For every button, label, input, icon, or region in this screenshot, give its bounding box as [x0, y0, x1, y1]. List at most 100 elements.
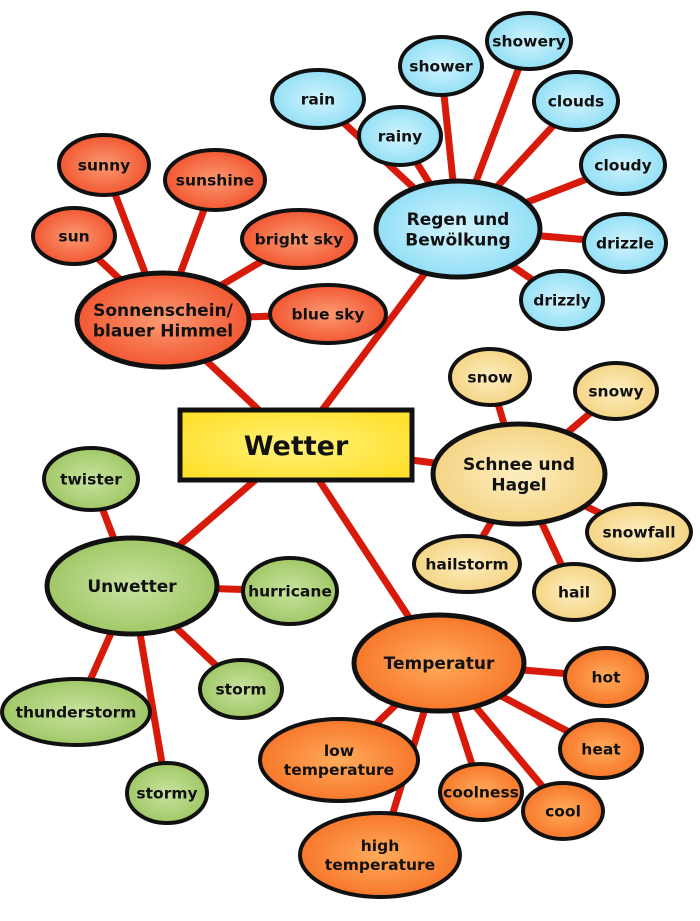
word-node-snowy[interactable]: snowy	[573, 361, 659, 421]
node-label: clouds	[548, 93, 605, 111]
word-ellipse	[558, 718, 644, 780]
node-label: showery	[492, 33, 566, 51]
word-node-cloudy[interactable]: cloudy	[579, 134, 667, 196]
word-node-snowfall[interactable]: snowfall	[585, 502, 693, 562]
word-ellipse	[573, 361, 659, 421]
word-ellipse	[298, 811, 462, 899]
center-label: Wetter	[244, 431, 349, 462]
word-ellipse	[582, 212, 668, 274]
center-node[interactable]: Wetter	[177, 407, 415, 483]
word-ellipse	[268, 283, 388, 345]
node-label: sunny	[78, 157, 130, 175]
node-label: blauer Himmel	[93, 321, 233, 341]
word-node-hail[interactable]: hail	[532, 562, 616, 622]
word-ellipse	[412, 534, 522, 594]
word-ellipse	[448, 347, 532, 407]
topic-node-temp[interactable]: Temperatur	[351, 612, 527, 714]
node-label: Hagel	[491, 475, 546, 495]
word-ellipse	[579, 134, 667, 196]
word-node-hurricane[interactable]: hurricane	[241, 556, 339, 626]
word-node-drizzly[interactable]: drizzly	[519, 269, 605, 331]
node-label: sunshine	[176, 172, 254, 190]
word-node-showery[interactable]: showery	[485, 11, 573, 71]
word-node-twister[interactable]: twister	[42, 446, 140, 512]
node-label: hurricane	[248, 583, 332, 601]
node-label: snowy	[588, 383, 643, 401]
word-node-sun[interactable]: sun	[31, 206, 117, 266]
node-label: snowfall	[602, 524, 675, 542]
word-ellipse	[563, 646, 649, 708]
word-ellipse	[258, 717, 420, 803]
word-ellipse	[57, 133, 151, 197]
word-node-snow[interactable]: snow	[448, 347, 532, 407]
node-label: snow	[467, 369, 512, 387]
node-label: blue sky	[292, 306, 365, 324]
word-ellipse	[125, 761, 209, 825]
word-ellipse	[42, 446, 140, 512]
node-label: hot	[591, 669, 621, 687]
word-ellipse	[532, 70, 620, 132]
topic-ellipse	[373, 178, 543, 280]
word-ellipse	[198, 658, 284, 720]
word-ellipse	[357, 105, 443, 167]
word-node-shower[interactable]: shower	[398, 35, 484, 97]
word-ellipse	[0, 677, 152, 747]
node-label: stormy	[136, 785, 197, 803]
word-node-heat[interactable]: heat	[558, 718, 644, 780]
node-label: cool	[545, 803, 581, 821]
word-node-stormy[interactable]: stormy	[125, 761, 209, 825]
node-label: Sonnenschein/	[93, 301, 234, 321]
word-ellipse	[270, 68, 366, 130]
word-node-hot[interactable]: hot	[563, 646, 649, 708]
word-node-coolness[interactable]: coolness	[438, 762, 524, 822]
topic-ellipse	[351, 612, 527, 714]
node-label: shower	[409, 58, 473, 76]
node-label: drizzle	[596, 235, 654, 253]
word-node-drizzle[interactable]: drizzle	[582, 212, 668, 274]
nodes: Wetter Sonnenschein/blauer Himmel sunny sun…	[0, 11, 693, 899]
word-node-bright-sky[interactable]: bright sky	[240, 208, 358, 270]
center-box	[177, 407, 415, 483]
topic-ellipse	[430, 421, 608, 527]
node-label: sun	[58, 228, 89, 246]
node-label: hail	[558, 584, 590, 602]
word-node-thunderstorm[interactable]: thunderstorm	[0, 677, 152, 747]
word-node-blue-sky[interactable]: blue sky	[268, 283, 388, 345]
word-ellipse	[163, 148, 267, 212]
word-node-sunny[interactable]: sunny	[57, 133, 151, 197]
node-label: Schnee und	[463, 455, 575, 475]
word-node-rain[interactable]: rain	[270, 68, 366, 130]
word-node-hailstorm[interactable]: hailstorm	[412, 534, 522, 594]
node-label: storm	[215, 681, 266, 699]
node-label: heat	[581, 741, 621, 759]
word-node-clouds[interactable]: clouds	[532, 70, 620, 132]
word-ellipse	[521, 781, 605, 841]
word-ellipse	[241, 556, 339, 626]
node-label: twister	[60, 471, 122, 489]
word-ellipse	[438, 762, 524, 822]
word-node-rainy[interactable]: rainy	[357, 105, 443, 167]
word-ellipse	[485, 11, 573, 71]
word-node-storm[interactable]: storm	[198, 658, 284, 720]
word-node-sunshine[interactable]: sunshine	[163, 148, 267, 212]
node-label: rainy	[378, 128, 423, 146]
node-label: cloudy	[594, 157, 651, 175]
word-ellipse	[398, 35, 484, 97]
topic-node-storm[interactable]: Unwetter	[44, 535, 220, 637]
topic-ellipse	[44, 535, 220, 637]
topic-node-sun[interactable]: Sonnenschein/blauer Himmel	[74, 270, 252, 370]
node-label: hailstorm	[425, 556, 508, 574]
node-label: Temperatur	[384, 654, 495, 674]
word-node-cool[interactable]: cool	[521, 781, 605, 841]
word-ellipse	[519, 269, 605, 331]
node-label: drizzly	[533, 292, 591, 310]
node-label: Bewölkung	[405, 230, 510, 250]
